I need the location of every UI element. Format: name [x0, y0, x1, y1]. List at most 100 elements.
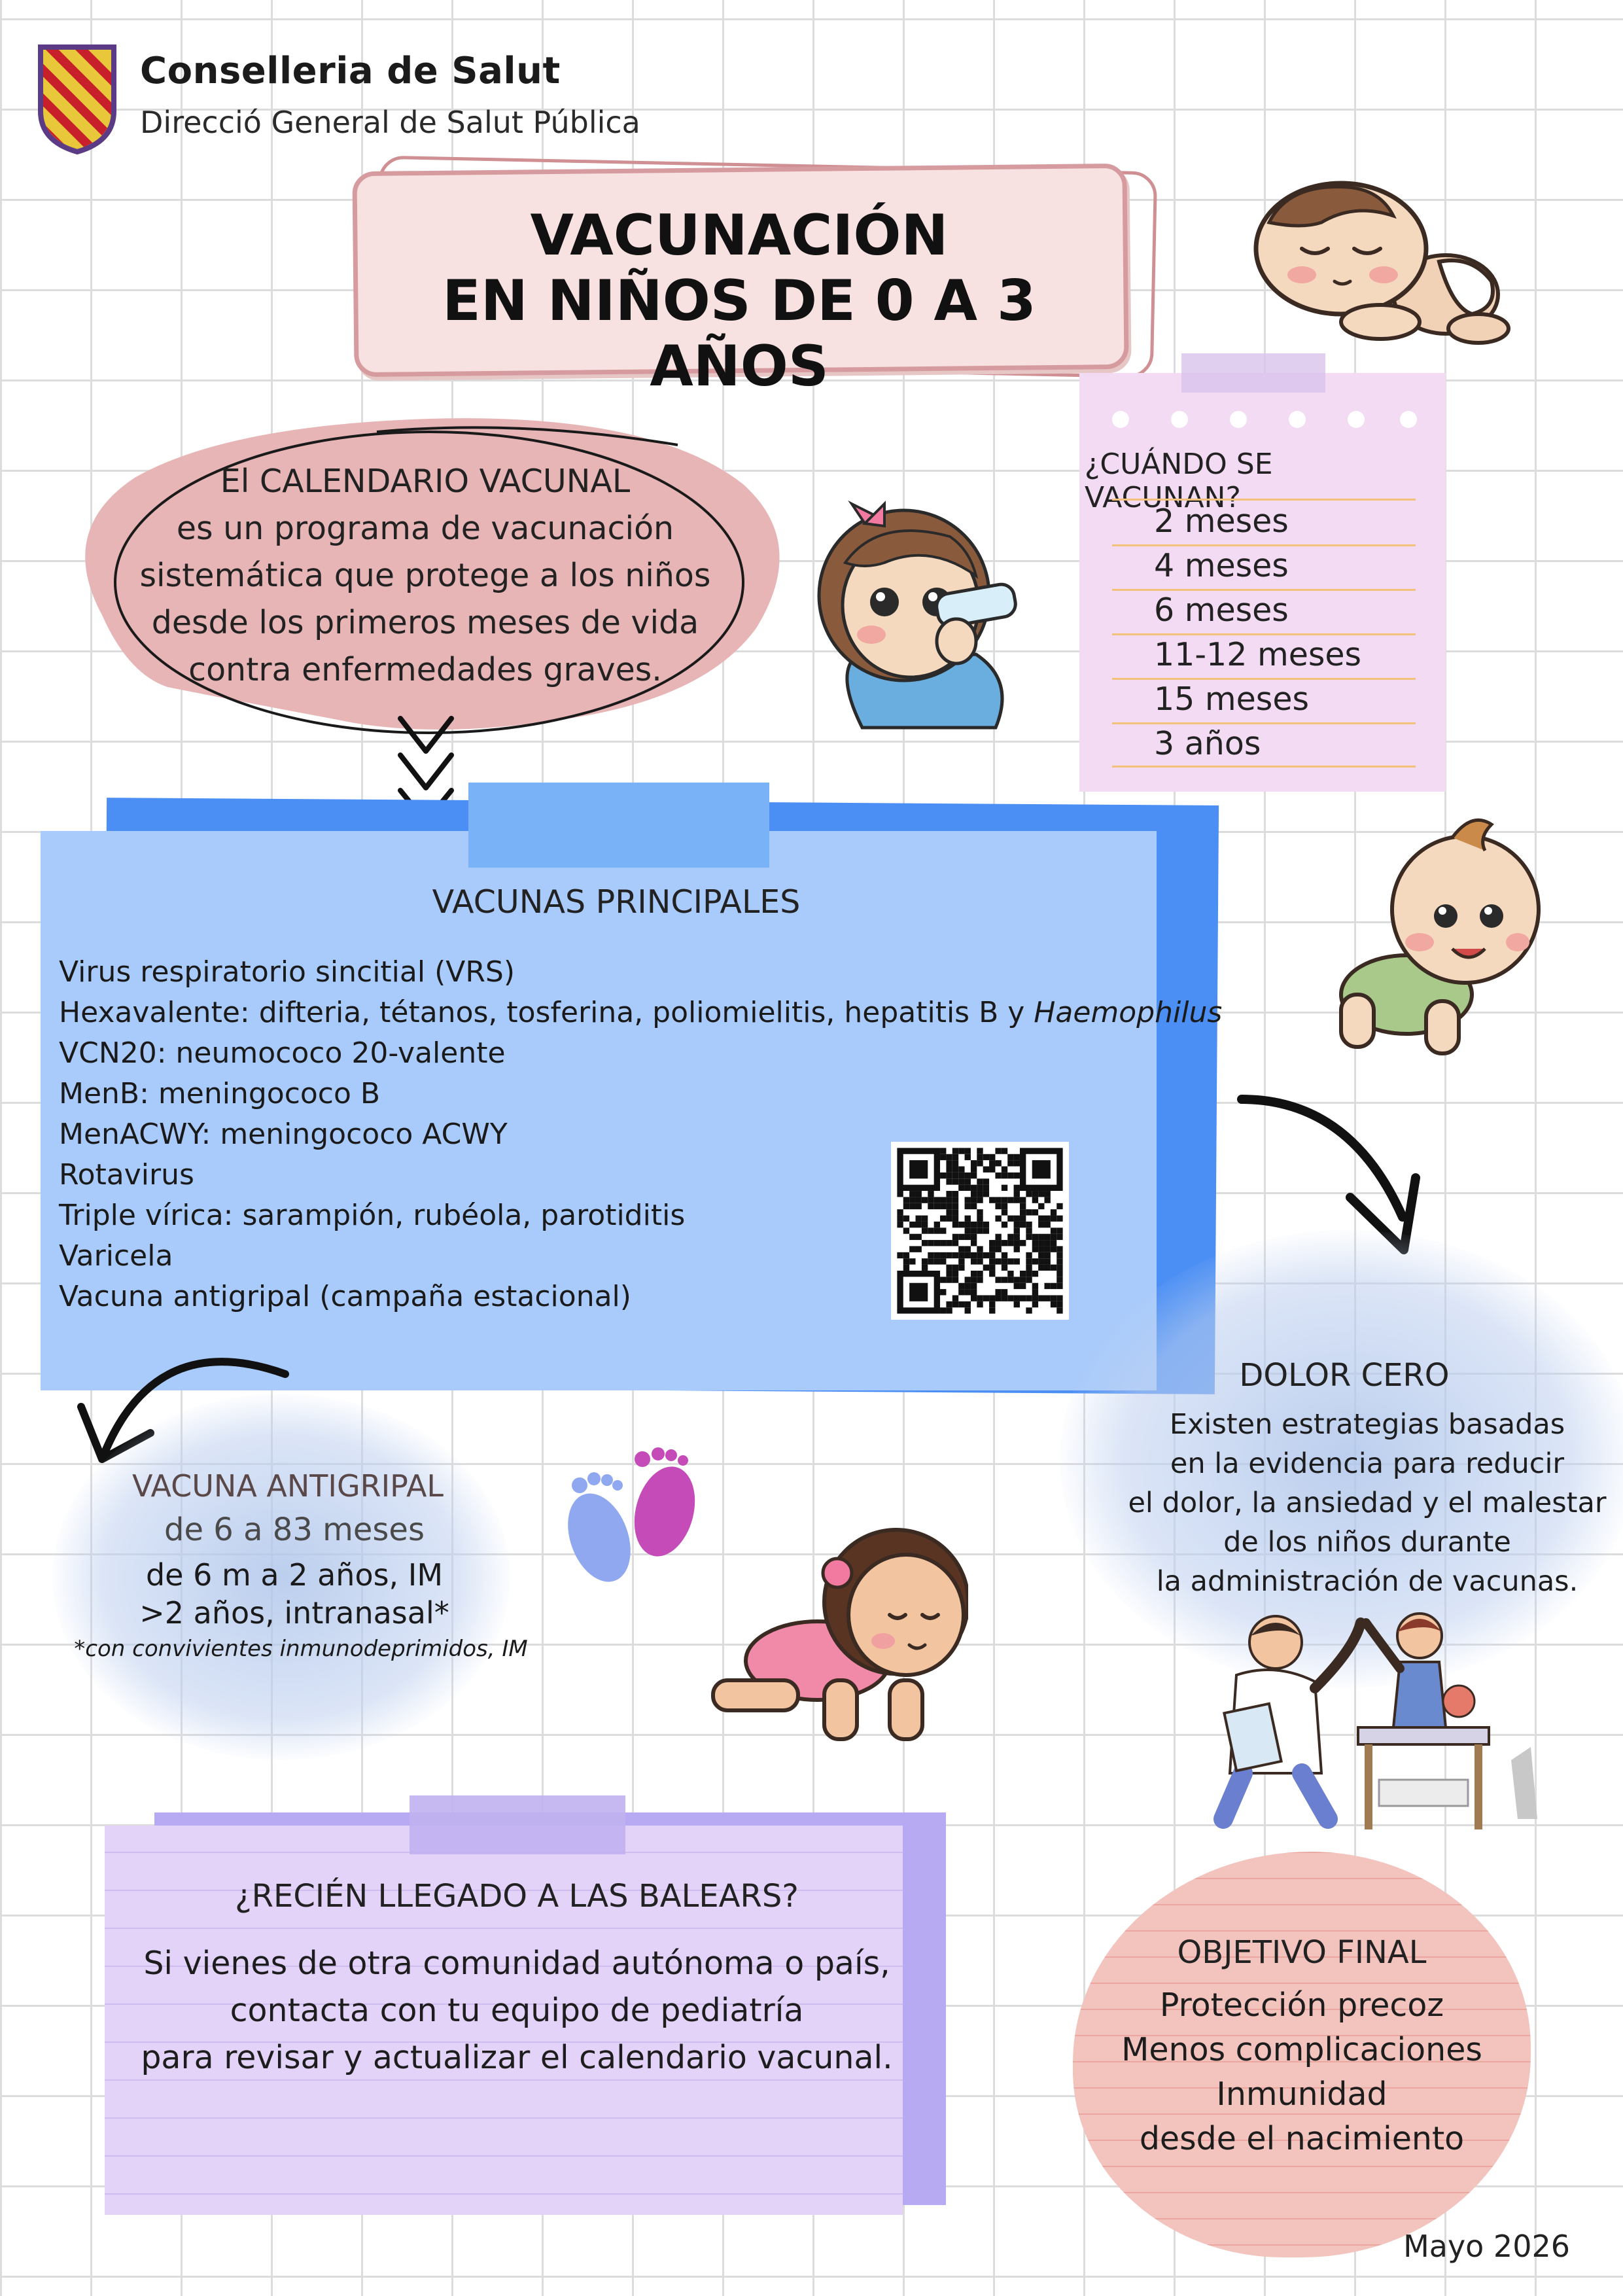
qr-module — [977, 1258, 983, 1265]
qr-module — [1007, 1258, 1014, 1265]
qr-module — [1001, 1203, 1008, 1210]
qr-module — [1032, 1209, 1039, 1216]
qr-module — [1056, 1270, 1063, 1277]
vacuna-item-text: Hexavalente: difteria, tétanos, tosferin… — [59, 996, 1034, 1029]
qr-module — [1013, 1154, 1020, 1161]
qr-module — [964, 1227, 971, 1234]
qr-module — [958, 1246, 965, 1252]
qr-module — [958, 1289, 965, 1296]
qr-module — [1013, 1184, 1020, 1192]
qr-module — [903, 1203, 910, 1210]
cuando-item: 2 meses — [1154, 503, 1289, 540]
qr-module — [1007, 1233, 1014, 1241]
qr-module — [1013, 1227, 1020, 1234]
dolor-title: DOLOR CERO — [1239, 1357, 1450, 1394]
qr-module — [995, 1160, 1002, 1167]
qr-module — [958, 1282, 965, 1290]
qr-module — [989, 1160, 996, 1167]
qr-module — [983, 1252, 990, 1259]
qr-module — [989, 1252, 996, 1259]
qr-module — [952, 1178, 959, 1185]
qr-module — [1044, 1258, 1051, 1265]
objetivo-circle — [1073, 1852, 1531, 2257]
objetivo-line: Protección precoz — [1159, 1987, 1444, 2024]
qr-module — [995, 1240, 1002, 1246]
qr-module — [946, 1154, 952, 1161]
qr-module — [964, 1203, 971, 1210]
qr-module — [1056, 1282, 1063, 1290]
qr-module — [897, 1221, 903, 1228]
qr-module — [1050, 1246, 1057, 1252]
qr-module — [1026, 1227, 1032, 1234]
qr-module — [977, 1197, 983, 1203]
note-tape — [1181, 353, 1325, 393]
qr-module — [1001, 1166, 1008, 1173]
calendario-line: El CALENDARIO VACUNAL — [220, 463, 631, 500]
qr-module — [1007, 1172, 1014, 1179]
note-rule — [1112, 766, 1416, 768]
qr-module — [1013, 1246, 1020, 1252]
note-rule — [1112, 589, 1416, 591]
vacunas-title: VACUNAS PRINCIPALES — [432, 883, 801, 921]
qr-module — [1019, 1215, 1026, 1222]
qr-module — [1032, 1233, 1039, 1241]
qr-module — [903, 1227, 910, 1234]
qr-module — [952, 1191, 959, 1197]
qr-module — [940, 1197, 947, 1203]
qr-module — [903, 1258, 910, 1265]
qr-module — [958, 1166, 965, 1173]
qr-module — [995, 1233, 1002, 1241]
qr-module — [1019, 1295, 1026, 1301]
cuando-item: 11-12 meses — [1154, 636, 1362, 673]
qr-module — [946, 1172, 952, 1179]
qr-module — [903, 1252, 910, 1259]
qr-module — [970, 1191, 977, 1197]
qr-module — [1013, 1215, 1020, 1222]
qr-module — [970, 1295, 977, 1301]
qr-module — [1007, 1240, 1014, 1246]
qr-module — [1013, 1233, 1020, 1241]
qr-module — [989, 1166, 996, 1173]
calendario-line: sistemática que protege a los niños — [139, 557, 711, 594]
qr-module — [915, 1233, 922, 1241]
qr-module — [1044, 1221, 1051, 1228]
qr-module — [1007, 1160, 1014, 1167]
qr-module — [909, 1221, 916, 1228]
vacuna-item: Triple vírica: sarampión, rubéola, parot… — [59, 1199, 686, 1232]
qr-module — [1013, 1301, 1020, 1308]
qr-module — [946, 1203, 952, 1210]
qr-module — [958, 1264, 965, 1271]
qr-module — [909, 1191, 916, 1197]
qr-module — [897, 1215, 903, 1222]
qr-module — [915, 1197, 922, 1203]
qr-module — [1001, 1148, 1008, 1154]
qr-module — [995, 1215, 1002, 1222]
org-subtitle: Direcció General de Salut Pública — [140, 105, 640, 140]
qr-module — [921, 1227, 928, 1234]
qr-module — [952, 1209, 959, 1216]
qr-module — [958, 1172, 965, 1179]
baby-feet-icon — [568, 1447, 695, 1582]
antigripal-note: *con convivientes inmunodeprimidos, IM — [74, 1636, 528, 1662]
qr-module — [964, 1233, 971, 1241]
qr-module — [1038, 1264, 1045, 1271]
qr-module — [1032, 1289, 1039, 1296]
crawling-baby-girl-illustration — [711, 1528, 968, 1741]
qr-module — [1044, 1264, 1051, 1271]
qr-module — [928, 1191, 934, 1197]
antigripal-line: de 6 m a 2 años, IM — [145, 1557, 444, 1593]
qr-module — [946, 1197, 952, 1203]
qr-module — [1026, 1307, 1032, 1314]
qr-code[interactable] — [891, 1142, 1069, 1320]
qr-module — [958, 1221, 965, 1228]
calendario-blob — [85, 418, 780, 734]
qr-module — [964, 1277, 971, 1283]
qr-module — [928, 1197, 934, 1203]
qr-module — [977, 1301, 983, 1308]
dolor-line: de los niños durante — [1223, 1526, 1511, 1559]
qr-module — [1038, 1240, 1045, 1246]
qr-module — [983, 1184, 990, 1192]
qr-module — [940, 1258, 947, 1265]
vacuna-item: MenACWY: meningococo ACWY — [59, 1118, 508, 1151]
qr-module — [1001, 1277, 1008, 1283]
